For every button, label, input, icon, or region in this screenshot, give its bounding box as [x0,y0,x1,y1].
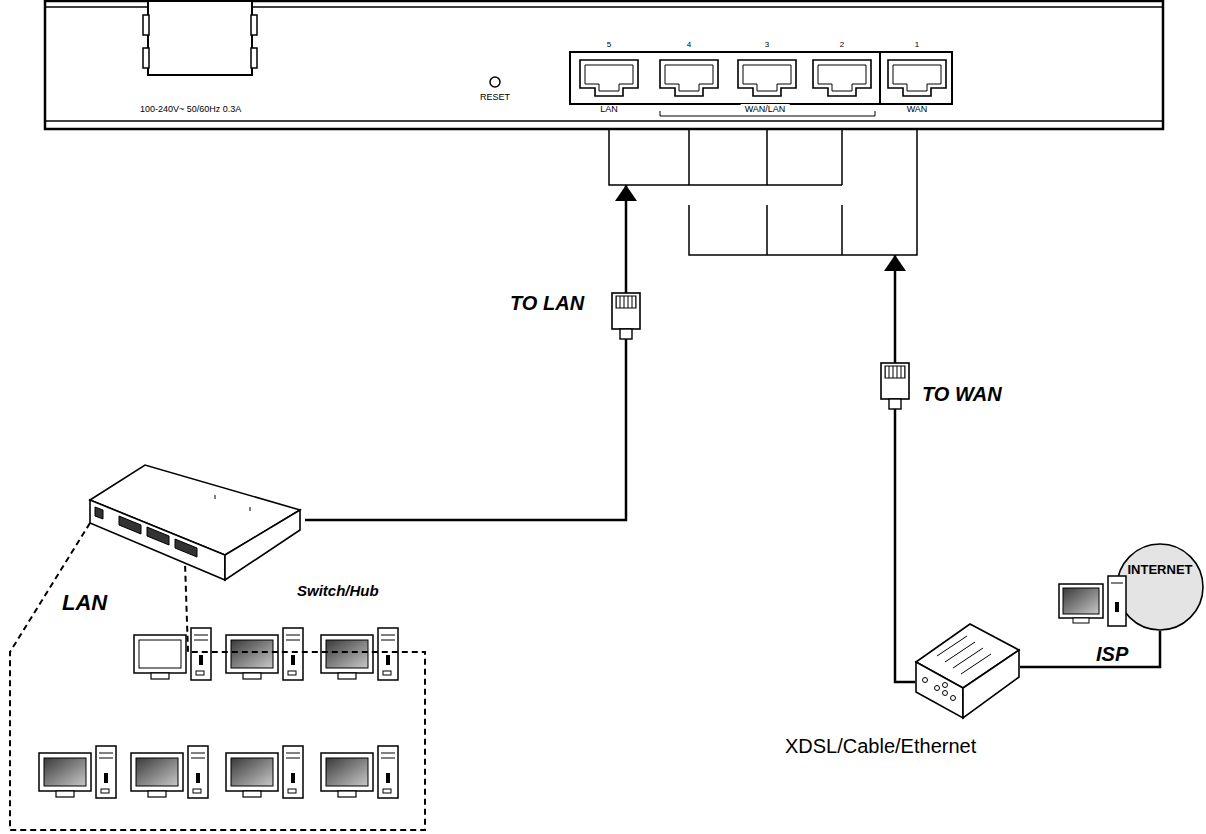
node-label: 1 [915,40,919,49]
edge-label: TO LAN [510,292,584,315]
node-label: 2 [840,40,844,49]
router-panel: 100-240V~ 50/60Hz 0.3A RESET 5 4 3 2 1LAN WAN/L… [45,0,1163,130]
node-label: LAN [62,590,107,615]
port-block [570,52,952,104]
power-socket [143,1,257,75]
connector [305,185,626,520]
internet-circle [1116,543,1204,631]
switch-hub: Switch/Hub [85,455,305,585]
internet-cloud: INTERNETISP [1116,543,1204,631]
edge-label: TO WAN [922,383,1002,406]
lan-outline [10,652,425,830]
router-housing [45,1,1163,129]
lan-computers [39,628,398,798]
modem: XDSL/Cable/Ethernet [915,622,1020,722]
node-label: Switch/Hub [297,582,379,599]
connector [895,255,915,682]
switch-shape [85,455,305,585]
node-label: 3 [765,40,769,49]
node-label: LAN [600,104,618,114]
modem-shape [915,622,1020,722]
node-label: RESET [480,92,510,102]
rj45-plug [881,363,909,409]
node-label: XDSL/Cable/Ethernet [785,735,976,758]
node-label: INTERNET [1128,563,1193,578]
lan-bracket [609,130,842,185]
node-label: WAN [907,104,928,114]
node-label: 100-240V~ 50/60Hz 0.3A [140,104,241,114]
lan-region: LAN [10,652,425,830]
wan-bracket [689,130,917,255]
node-label: WAN/LAN [741,104,790,114]
rj45-plug [612,293,640,339]
connector [1020,631,1160,667]
node-label: ISP [1096,643,1128,666]
node-label: 4 [687,40,691,49]
node-label: 5 [607,40,611,49]
reset-button [490,77,500,87]
